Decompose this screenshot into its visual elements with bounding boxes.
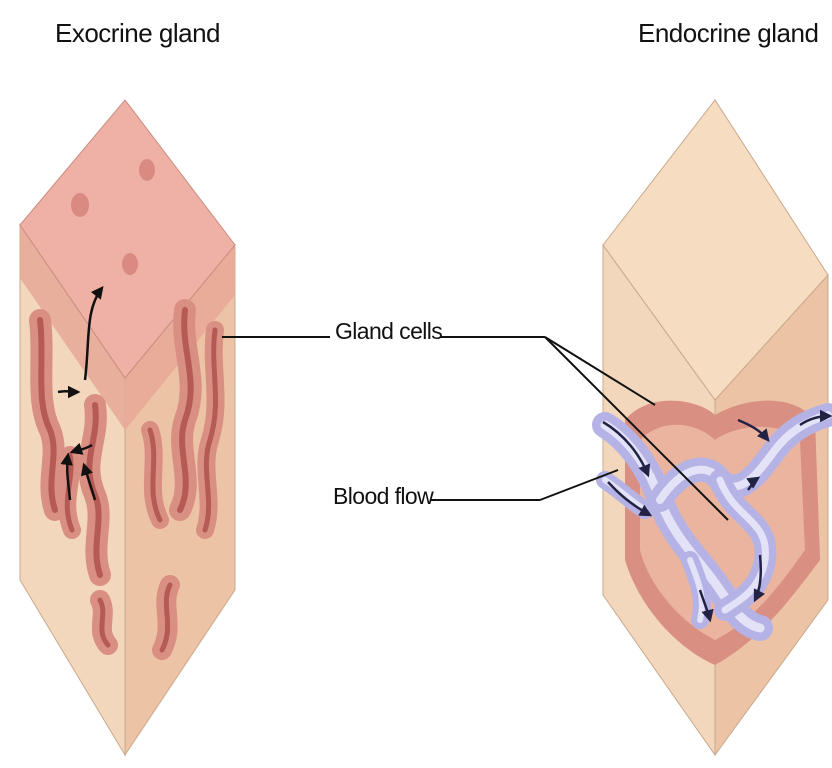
- endocrine-gland-title: Endocrine gland: [638, 18, 818, 49]
- blood-flow-label: Blood flow: [333, 483, 433, 510]
- gland-cells-label: Gland cells: [335, 318, 442, 345]
- exocrine-pore: [122, 253, 138, 275]
- exocrine-pore: [139, 159, 155, 181]
- endocrine-block: [603, 100, 830, 755]
- exocrine-block: [20, 100, 235, 755]
- exocrine-pore: [71, 193, 89, 217]
- exocrine-gland-title: Exocrine gland: [55, 18, 220, 49]
